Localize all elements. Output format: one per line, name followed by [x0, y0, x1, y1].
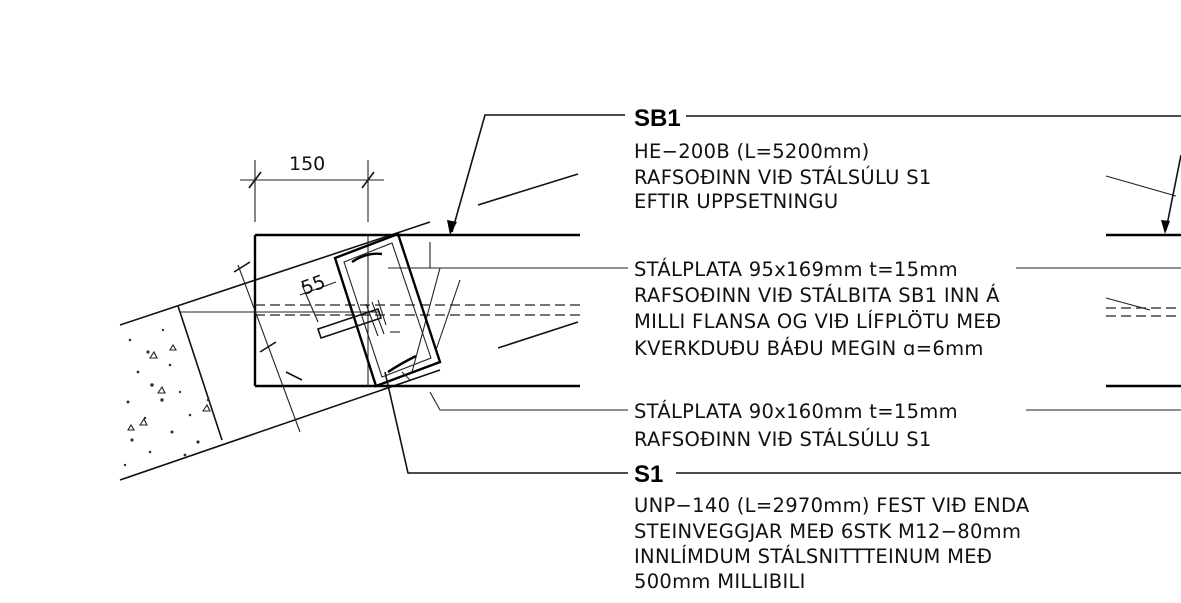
callout-plate1-line-3: MILLI FLANSA OG VIÐ LÍFPLÖTU MEÐ — [634, 310, 1001, 333]
callout-sb1: SB1 HE−200B (L=5200mm) RAFSOÐINN VIÐ STÁ… — [634, 105, 932, 213]
leader-lines — [384, 114, 1181, 474]
beam-continuation-right — [1105, 154, 1181, 388]
callout-sb1-line-2: RAFSOÐINN VIÐ STÁLSÚLU S1 — [634, 165, 932, 189]
callout-s1-line-3: INNLÍMDUM STÁLSNITTTEINUM MEÐ — [634, 545, 992, 568]
callout-s1-line-1: UNP−140 (L=2970mm) FEST VIÐ ENDA — [634, 494, 1030, 517]
leader-arrow-icon — [447, 220, 457, 235]
callout-plate2: STÁLPLATA 90x160mm t=15mm RAFSOÐINN VIÐ … — [634, 400, 958, 451]
callout-sb1-line-3: EFTIR UPPSETNINGU — [634, 190, 838, 213]
callout-plate1-line-1: STÁLPLATA 95x169mm t=15mm — [634, 258, 958, 281]
callout-s1-line-4: 500mm MILLIBILI — [634, 570, 806, 593]
dimension-150: 150 — [289, 153, 325, 175]
callout-s1-title: S1 — [634, 461, 663, 488]
callout-s1: S1 UNP−140 (L=2970mm) FEST VIÐ ENDA STEI… — [634, 461, 1030, 593]
callout-plate1: STÁLPLATA 95x169mm t=15mm RAFSOÐINN VIÐ … — [634, 258, 1001, 360]
concrete-wall — [119, 221, 441, 481]
callout-sb1-line-1: HE−200B (L=5200mm) — [634, 140, 870, 163]
callout-plate1-line-2: RAFSOÐINN VIÐ STÁLBITA SB1 INN Á — [634, 284, 1000, 307]
channel-s1 — [316, 232, 442, 388]
callout-sb1-title: SB1 — [634, 105, 681, 132]
beam-sb1-section — [180, 233, 580, 388]
callout-plate1-line-4: KVERKDUÐU BÁÐU MEGIN ɑ=6mm — [634, 337, 984, 360]
concrete-hatch-icon — [123, 328, 211, 467]
callout-plate2-line-1: STÁLPLATA 90x160mm t=15mm — [634, 400, 958, 423]
dimension-55: 55 — [298, 271, 328, 300]
callout-plate2-line-2: RAFSOÐINN VIÐ STÁLSÚLU S1 — [634, 427, 932, 451]
callout-s1-line-2: STEINVEGGJAR MEÐ 6STK M12−80mm — [634, 520, 1021, 543]
